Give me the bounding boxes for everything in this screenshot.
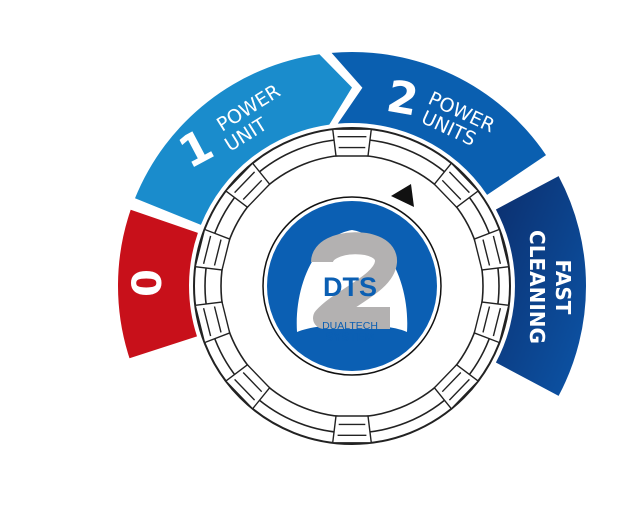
dts-logo: DTS DUALTECH SYSTEM [262,196,442,376]
off-label: 0 [125,269,171,297]
fast-line1: FAST [551,260,575,315]
segment-one-power-unit[interactable] [135,54,352,225]
knob-notch [194,228,231,271]
knob-notch [433,363,480,410]
knob-notch [331,128,373,157]
pointer-triangle-icon [391,184,414,207]
knob-notch [473,301,510,344]
knob-notch [194,301,231,344]
knob-notch [331,415,373,444]
segment-fast-cleaning[interactable] [495,176,587,396]
knob-notch [224,363,271,410]
knob-grip-notches [194,128,510,444]
logo-big-number-graphic [311,232,397,329]
knob-notch [433,162,480,209]
logo-line1: DUALTECH [322,320,378,332]
segment-off[interactable] [117,209,198,359]
fast-line2: CLEANING [525,230,549,344]
logo-line2: SYSTEM [325,330,374,344]
segment-two-power-units[interactable] [331,52,546,195]
logo-acronym: DTS [323,272,377,302]
knob-notch [224,162,271,209]
knob-notch [473,228,510,271]
